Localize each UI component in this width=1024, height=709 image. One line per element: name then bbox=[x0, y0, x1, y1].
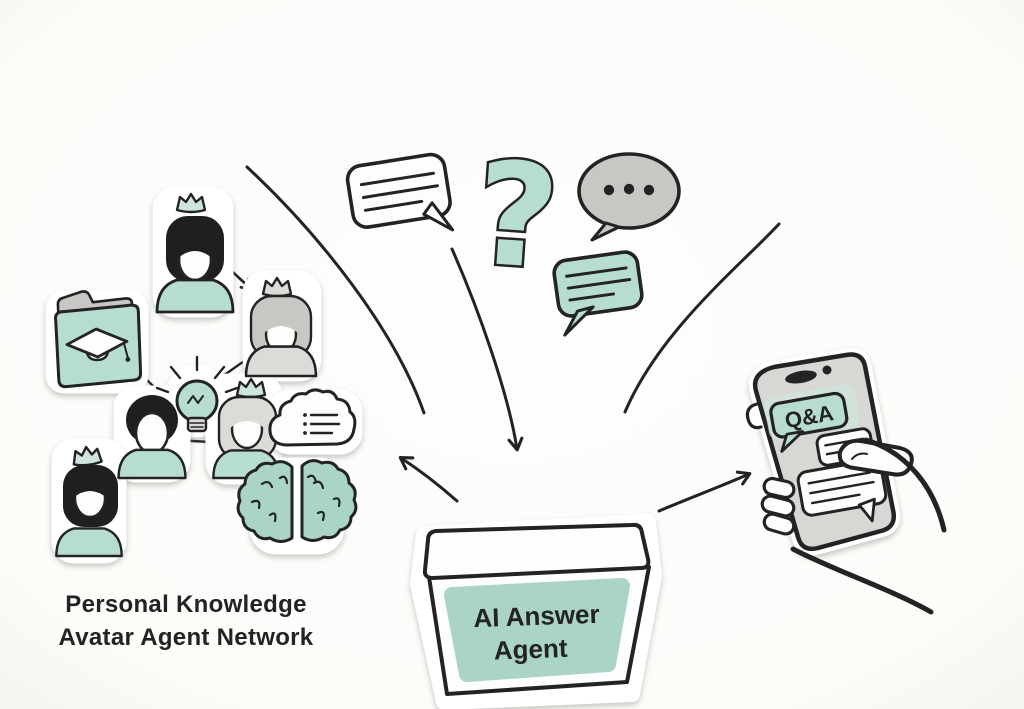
network-label-line2: Avatar Agent Network bbox=[59, 624, 314, 651]
white-bubble-tail bbox=[422, 201, 455, 232]
crowned-woman-avatar-icon bbox=[212, 377, 280, 480]
crowned-queen-avatar-icon bbox=[244, 276, 318, 378]
brain-icon bbox=[236, 459, 358, 543]
camera-dot-icon bbox=[822, 365, 832, 375]
dots-bubble-tail bbox=[590, 221, 621, 242]
qa-bubble-icon: Q&A bbox=[769, 391, 849, 453]
teal-bubble-tail bbox=[563, 305, 595, 337]
network-caption: Personal Knowledge Avatar Agent Network bbox=[59, 591, 314, 651]
ai-answer-agent-box: AI Answer Agent bbox=[410, 514, 662, 709]
question-mark-icon: ? bbox=[470, 131, 564, 301]
phone-side-button bbox=[745, 402, 763, 430]
finger-3 bbox=[762, 512, 796, 536]
phone-bubble-2-tail bbox=[857, 497, 876, 523]
curve-into-box-arrow bbox=[450, 247, 524, 452]
box-label-line2: Agent bbox=[493, 633, 568, 666]
white-bubble-lines bbox=[359, 171, 440, 212]
phone-in-hand: Q&A bbox=[745, 348, 947, 615]
chat-bubble-large-icon bbox=[796, 458, 888, 523]
qa-bubble-tail bbox=[780, 430, 804, 453]
network-label-line1: Personal Knowledge bbox=[65, 591, 306, 618]
camera-notch-icon bbox=[785, 370, 817, 384]
brain-left bbox=[236, 460, 294, 543]
qa-bubble bbox=[769, 391, 849, 439]
brain-folds bbox=[250, 474, 341, 523]
arrow-box-to-network bbox=[398, 455, 459, 503]
idea-lightbulb-icon bbox=[155, 355, 239, 433]
chat-bubble-teal-icon bbox=[552, 250, 644, 337]
girl2-body bbox=[55, 527, 123, 558]
hand-icon bbox=[760, 437, 947, 615]
man-face bbox=[134, 411, 170, 455]
palm-outline bbox=[863, 437, 947, 533]
grad-cap-tassel bbox=[123, 342, 129, 359]
crowned-girl-avatar-icon bbox=[155, 192, 235, 314]
typing-dots-bubble-icon bbox=[577, 152, 681, 242]
man-body bbox=[117, 448, 187, 480]
curve-left bbox=[245, 165, 426, 415]
bulb-base bbox=[186, 416, 208, 433]
bulb-filament bbox=[187, 395, 204, 404]
grad-cap-board bbox=[65, 327, 129, 359]
girl1-body bbox=[155, 278, 235, 314]
cloud-list-lines bbox=[309, 413, 341, 435]
curve-right bbox=[623, 222, 781, 414]
chat-bubble-outline-icon bbox=[345, 152, 455, 232]
box-teal-panel bbox=[444, 578, 630, 682]
box-label-line1: AI Answer bbox=[473, 599, 600, 633]
folder-graduation-cap-icon bbox=[53, 290, 143, 389]
queen-body bbox=[244, 345, 318, 378]
box-rim bbox=[422, 522, 651, 580]
bulb-rays bbox=[155, 355, 239, 394]
man-avatar-icon bbox=[117, 395, 187, 480]
finger-1 bbox=[762, 476, 796, 500]
flow-arrows bbox=[245, 165, 781, 513]
cloud-shape bbox=[268, 388, 357, 447]
arrow-box-to-phone bbox=[657, 470, 752, 513]
teal-bubble-lines bbox=[565, 266, 632, 302]
crowned-girl2-avatar-icon bbox=[55, 444, 123, 558]
cloud-knowledge-icon bbox=[268, 388, 357, 447]
wrist-outline bbox=[790, 546, 934, 615]
